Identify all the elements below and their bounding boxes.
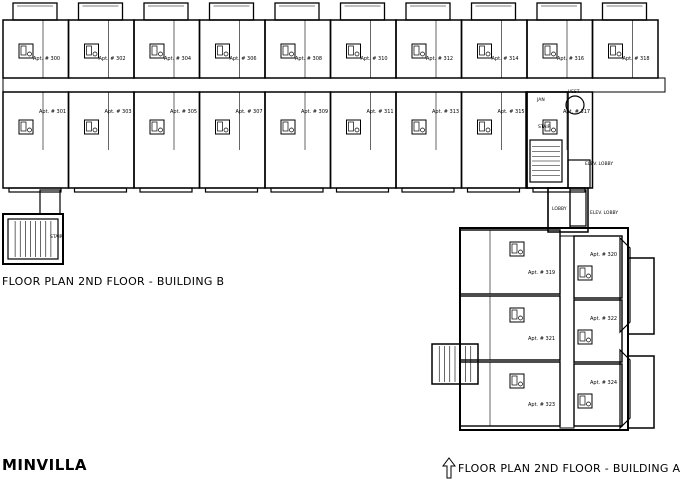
apartment-label: Apt. # 323: [528, 402, 555, 408]
apartment-label: Apt. # 312: [426, 56, 453, 62]
floor-plan-title-building-a: FLOOR PLAN 2ND FLOOR - BUILDING A: [458, 462, 681, 475]
apartment-label: Apt. # 300: [33, 56, 60, 62]
apartment-unit: [329, 2, 397, 79]
apartment-unit: [2, 91, 70, 193]
apartment-unit: [573, 235, 623, 299]
building-b-plan: [2, 2, 666, 265]
balcony: [627, 257, 655, 335]
apartment-label: Apt. # 322: [590, 316, 617, 322]
apartment-label: Apt. # 317: [563, 109, 590, 115]
apartment-unit: [67, 91, 135, 193]
apartment-unit: [198, 91, 266, 193]
apartment-label: Apt. # 315: [498, 109, 525, 115]
floor-plan-title-building-b: FLOOR PLAN 2ND FLOOR - BUILDING B: [2, 275, 225, 288]
apartment-label: Apt. # 310: [361, 56, 388, 62]
apartment-label: Apt. # 311: [367, 109, 394, 115]
apartment-unit: [526, 2, 594, 79]
apartment-unit: [133, 91, 201, 193]
stair-b-left: [2, 189, 64, 265]
building-a-plan: [431, 187, 655, 431]
apartment-unit: [573, 299, 623, 363]
label-elev-lobby-b: ELEV. LOBBY: [585, 161, 613, 167]
label-jan: JAN: [536, 97, 545, 103]
building-a-corridor: [559, 235, 575, 429]
apartment-unit: [133, 2, 201, 79]
apartment-unit: [460, 91, 528, 193]
apartment-label: Apt. # 301: [39, 109, 66, 115]
apartment-unit: [459, 295, 561, 361]
apartment-unit: [264, 2, 332, 79]
apartment-label: Apt. # 320: [590, 252, 617, 258]
apartment-label: Apt. # 314: [492, 56, 519, 62]
apartment-unit: [459, 361, 561, 427]
label-stair-core: STAIR: [538, 124, 551, 130]
bay-window: [619, 236, 631, 334]
apartment-label: Apt. # 313: [432, 109, 459, 115]
label-lobby-a: LOBBY: [552, 206, 567, 212]
apartment-label: Apt. # 319: [528, 270, 555, 276]
building-b-top-units: [2, 2, 659, 79]
project-name: MINVILLA: [2, 456, 87, 474]
apartment-unit: [264, 91, 332, 193]
apartment-label: Apt. # 303: [105, 109, 132, 115]
apartment-label: Apt. # 318: [623, 56, 650, 62]
bay-window: [619, 348, 631, 430]
apartment-label: Apt. # 309: [301, 109, 328, 115]
label-vest: VEST.: [568, 89, 580, 95]
apartment-unit: [459, 229, 561, 295]
building-a-outline: [459, 227, 629, 431]
building-a-left-units: [459, 229, 561, 427]
apartment-label: Apt. # 306: [230, 56, 257, 62]
apartment-unit: [329, 91, 397, 193]
apartment-unit: [395, 91, 463, 193]
apartment-unit: [526, 91, 594, 193]
apartment-label: Apt. # 321: [528, 336, 555, 342]
apartment-label: Apt. # 308: [295, 56, 322, 62]
apartment-unit: [591, 2, 659, 79]
building-a-right-units: [573, 235, 623, 427]
apartment-label: Apt. # 307: [236, 109, 263, 115]
north-arrow-icon: [442, 457, 456, 479]
apartment-label: Apt. # 316: [557, 56, 584, 62]
label-stair-left: STAIR: [50, 234, 63, 240]
connector-lobby: [547, 187, 589, 233]
apartment-label: Apt. # 302: [99, 56, 126, 62]
apartment-unit: [573, 363, 623, 427]
apartment-label: Apt. # 324: [590, 380, 617, 386]
stair-a: [431, 343, 479, 385]
building-b-bottom-units: [2, 91, 594, 193]
apartment-label: Apt. # 304: [164, 56, 191, 62]
apartment-unit: [2, 2, 70, 79]
balcony: [627, 355, 655, 429]
apartment-unit: [198, 2, 266, 79]
apartment-unit: [395, 2, 463, 79]
apartment-label: Apt. # 305: [170, 109, 197, 115]
apartment-unit: [67, 2, 135, 79]
building-b-corridor: [2, 77, 666, 93]
apartment-unit: [460, 2, 528, 79]
label-elev-lobby-a: ELEV. LOBBY: [590, 210, 618, 216]
